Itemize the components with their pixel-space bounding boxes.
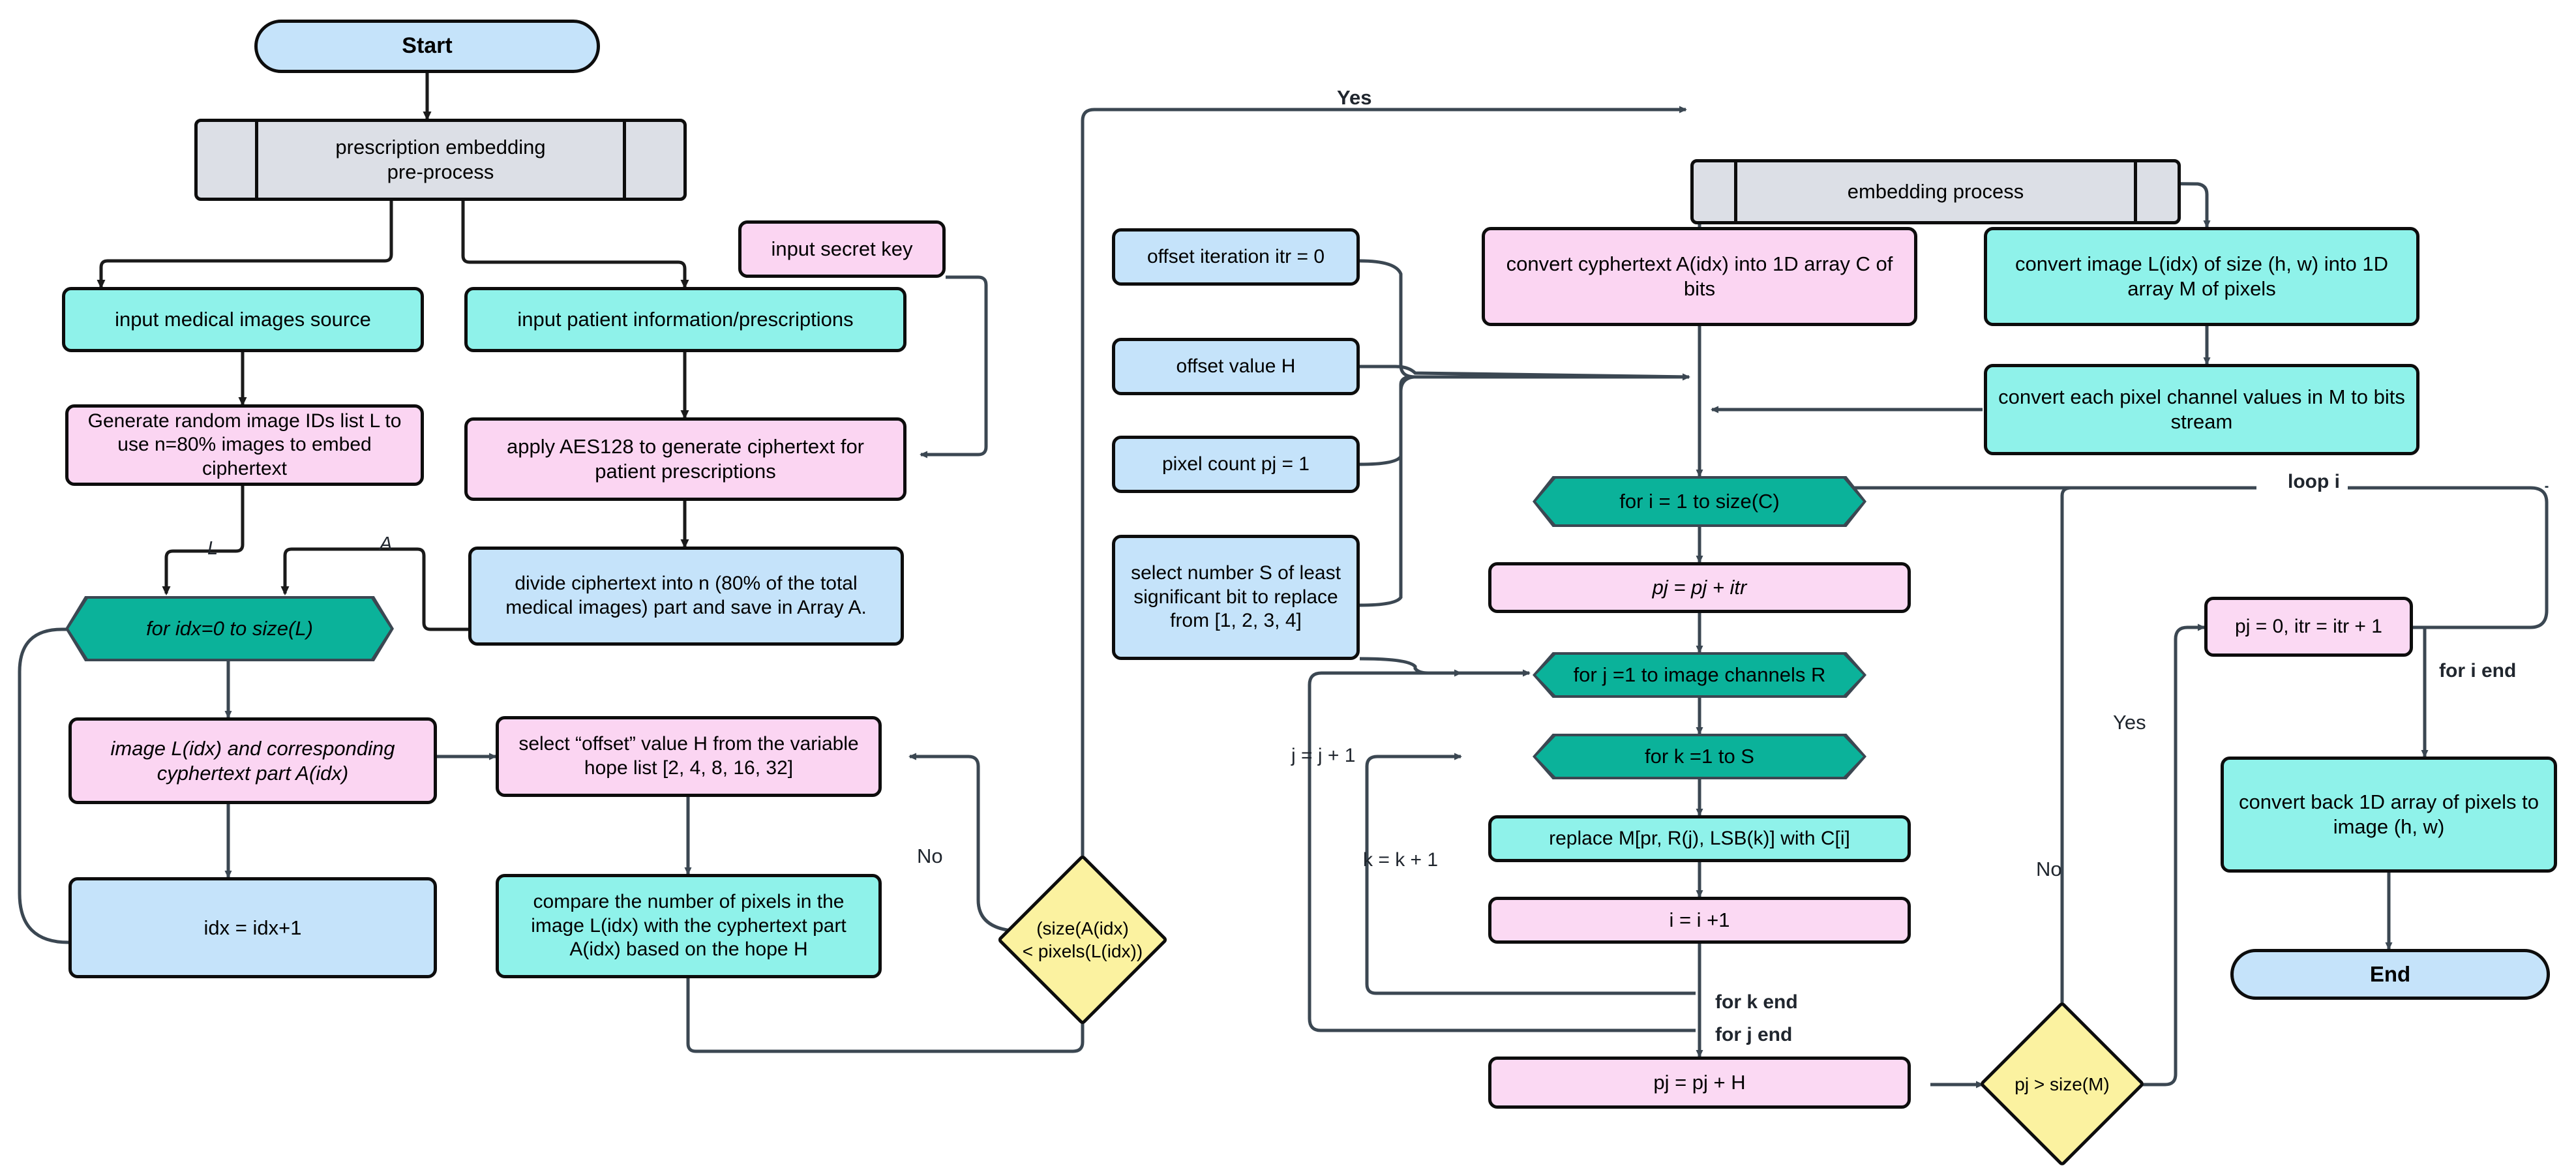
node-for-i-label: for i = 1 to size(C) — [1619, 490, 1780, 513]
node-pixel-count[interactable]: pixel count pj = 1 — [1112, 436, 1360, 493]
node-convert-cyphertext-label: convert cyphertext A(idx) into 1D array … — [1506, 252, 1893, 300]
node-select-s-label: select number S of least significant bit… — [1131, 562, 1341, 632]
node-convert-back[interactable]: convert back 1D array of pixels to image… — [2221, 757, 2557, 873]
edge-label-k-increment: k = k + 1 — [1363, 849, 1439, 871]
subprocess-left-bar — [255, 122, 258, 198]
node-for-idx-label: for idx=0 to size(L) — [146, 617, 313, 640]
node-embedding-process-label: embedding process — [1847, 180, 2024, 203]
node-input-secret-key-label: input secret key — [771, 237, 913, 261]
edge-label-for-k-end: for k end — [1715, 991, 1798, 1013]
edge-label-yes-top: Yes — [1337, 86, 1372, 109]
node-offset-iteration-label: offset iteration itr = 0 — [1146, 245, 1325, 267]
edge-label-A: A — [380, 533, 393, 554]
node-generate-ids-label: Generate random image IDs list L to use … — [87, 410, 402, 479]
node-pj-plus-itr-label: pj = pj + itr — [1652, 576, 1747, 599]
node-generate-ids[interactable]: Generate random image IDs list L to use … — [65, 404, 424, 486]
node-for-k[interactable]: for k =1 to S — [1536, 736, 1863, 777]
edge-label-no-left: No — [917, 845, 943, 867]
node-for-idx[interactable]: for idx=0 to size(L) — [68, 599, 391, 659]
node-decision-pj[interactable]: pj > size(M) — [1979, 1000, 2146, 1167]
node-decision-size[interactable]: (size(A(idx) < pixels(L(idx)) — [996, 854, 1169, 1026]
node-pre-process-label: prescription embedding pre-process — [335, 136, 546, 183]
node-end-label: End — [2369, 961, 2411, 986]
node-start-label: Start — [402, 33, 453, 59]
node-select-s[interactable]: select number S of least significant bit… — [1112, 535, 1360, 660]
node-select-offset-label: select “offset” value H from the variabl… — [518, 733, 859, 779]
node-pj-reset[interactable]: pj = 0, itr = itr + 1 — [2204, 597, 2413, 657]
node-convert-image[interactable]: convert image L(idx) of size (h, w) into… — [1984, 227, 2419, 326]
node-input-images-label: input medical images source — [115, 308, 371, 331]
node-compare-pixels[interactable]: compare the number of pixels in the imag… — [496, 874, 882, 978]
node-input-patient[interactable]: input patient information/prescriptions — [464, 287, 906, 352]
node-apply-aes-label: apply AES128 to generate ciphertext for … — [506, 435, 865, 483]
edge-label-j-increment: j = j + 1 — [1291, 745, 1356, 766]
node-divide-ciphertext[interactable]: divide ciphertext into n (80% of the tot… — [468, 547, 904, 646]
edge-label-yes-right: Yes — [2113, 711, 2146, 734]
embedding-left-bar — [1734, 162, 1737, 221]
subprocess-right-bar — [623, 122, 626, 198]
node-apply-aes[interactable]: apply AES128 to generate ciphertext for … — [464, 417, 906, 501]
embedding-right-bar — [2134, 162, 2137, 221]
node-for-j-label: for j =1 to image channels R — [1573, 663, 1826, 686]
node-convert-image-label: convert image L(idx) of size (h, w) into… — [2015, 252, 2388, 300]
edge-label-for-i-end: for i end — [2439, 660, 2517, 682]
node-offset-value[interactable]: offset value H — [1112, 338, 1360, 395]
node-divide-ciphertext-label: divide ciphertext into n (80% of the tot… — [505, 573, 867, 618]
node-decision-size-label: (size(A(idx) < pixels(L(idx)) — [1022, 918, 1143, 961]
node-pixel-count-label: pixel count pj = 1 — [1162, 453, 1310, 475]
node-replace-m-label: replace M[pr, R(j), LSB(k)] with C[i] — [1549, 827, 1850, 849]
node-convert-channels-label: convert each pixel channel values in M t… — [1998, 385, 2405, 433]
node-compare-pixels-label: compare the number of pixels in the imag… — [531, 891, 846, 961]
node-for-j[interactable]: for j =1 to image channels R — [1536, 655, 1863, 695]
node-offset-iteration[interactable]: offset iteration itr = 0 — [1112, 228, 1360, 286]
node-replace-m[interactable]: replace M[pr, R(j), LSB(k)] with C[i] — [1488, 815, 1911, 862]
node-offset-value-label: offset value H — [1176, 355, 1296, 377]
node-start[interactable]: Start — [254, 20, 600, 73]
edge-label-no-right: No — [2036, 858, 2062, 880]
node-end[interactable]: End — [2230, 949, 2550, 1000]
node-embedding-process[interactable]: embedding process — [1690, 159, 2181, 224]
node-for-k-label: for k =1 to S — [1644, 745, 1754, 768]
node-input-images[interactable]: input medical images source — [62, 287, 424, 352]
node-image-and-part-label: image L(idx) and corresponding cyphertex… — [110, 736, 395, 785]
node-input-patient-label: input patient information/prescriptions — [517, 308, 854, 331]
edge-label-loop-i: loop i — [2283, 471, 2345, 493]
edge-label-L: L — [207, 538, 218, 559]
node-i-increment[interactable]: i = i +1 — [1488, 897, 1911, 944]
node-pj-reset-label: pj = 0, itr = itr + 1 — [2235, 615, 2382, 637]
node-pj-plus-itr[interactable]: pj = pj + itr — [1488, 562, 1911, 613]
node-image-and-part[interactable]: image L(idx) and corresponding cyphertex… — [68, 717, 437, 804]
node-idx-increment-label: idx = idx+1 — [203, 916, 302, 939]
node-input-secret-key[interactable]: input secret key — [738, 220, 946, 278]
node-pj-plus-h[interactable]: pj = pj + H — [1488, 1057, 1911, 1109]
node-decision-pj-label: pj > size(M) — [2014, 1073, 2110, 1094]
node-pj-plus-h-label: pj = pj + H — [1653, 1071, 1746, 1094]
edge-label-for-j-end: for j end — [1715, 1024, 1793, 1045]
node-select-offset[interactable]: select “offset” value H from the variabl… — [496, 716, 882, 797]
node-pre-process[interactable]: prescription embedding pre-process — [194, 119, 687, 201]
node-idx-increment[interactable]: idx = idx+1 — [68, 877, 437, 978]
node-convert-channels[interactable]: convert each pixel channel values in M t… — [1984, 364, 2419, 455]
node-convert-back-label: convert back 1D array of pixels to image… — [2238, 790, 2539, 838]
node-i-increment-label: i = i +1 — [1669, 908, 1730, 932]
node-convert-cyphertext[interactable]: convert cyphertext A(idx) into 1D array … — [1482, 227, 1917, 326]
node-for-i[interactable]: for i = 1 to size(C) — [1536, 479, 1863, 524]
